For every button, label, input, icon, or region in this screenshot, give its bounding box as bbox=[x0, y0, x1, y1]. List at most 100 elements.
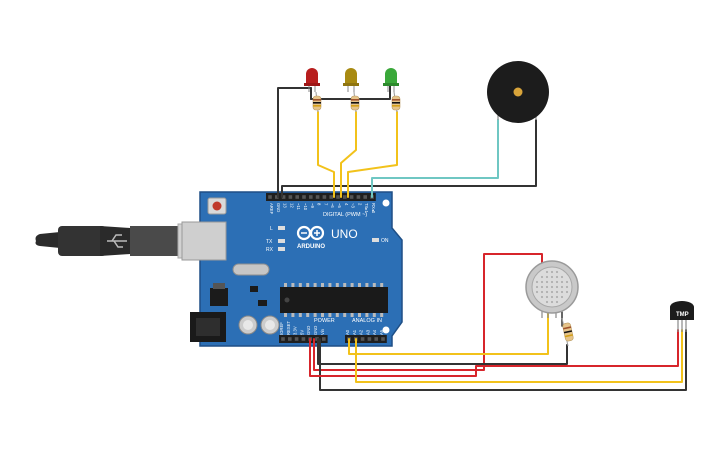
mesh-dot bbox=[550, 280, 554, 284]
wire-led-green-signal bbox=[347, 111, 398, 198]
mesh-dot bbox=[555, 280, 559, 284]
mount-hole bbox=[382, 326, 390, 334]
mesh-dot bbox=[555, 270, 559, 274]
pin-label: GND bbox=[313, 326, 318, 335]
wire-led-ground bbox=[277, 87, 312, 198]
temperature-sensor: TMP bbox=[670, 301, 694, 332]
chip-pin bbox=[291, 283, 295, 287]
led-red bbox=[304, 68, 320, 92]
chip-pin bbox=[284, 313, 287, 317]
mesh-dot bbox=[550, 290, 554, 294]
header-pin[interactable] bbox=[281, 195, 286, 199]
pin-label: A5 bbox=[379, 329, 384, 335]
pin-label: RESET bbox=[286, 321, 291, 335]
header-pin[interactable] bbox=[367, 337, 372, 341]
pin-label: TX▸1 bbox=[364, 203, 369, 213]
piezo-buzzer bbox=[487, 61, 549, 123]
gas-sensor bbox=[525, 260, 579, 318]
pin-label: 2 bbox=[357, 203, 362, 206]
header-pin[interactable] bbox=[322, 195, 327, 199]
wire-led-ground bbox=[351, 85, 391, 100]
mesh-dot bbox=[545, 270, 549, 274]
led-yellow bbox=[343, 68, 359, 92]
led-l-indicator bbox=[278, 226, 285, 230]
header-pin[interactable] bbox=[315, 195, 320, 199]
header-pin[interactable] bbox=[329, 195, 333, 199]
resistor-led-yellow bbox=[350, 91, 360, 113]
chip-pin bbox=[328, 313, 332, 317]
led-rx-label: RX bbox=[266, 247, 274, 253]
header-pin[interactable] bbox=[309, 195, 313, 199]
header-pin[interactable] bbox=[295, 195, 299, 199]
header-pin[interactable] bbox=[322, 337, 326, 341]
chip-pin bbox=[328, 283, 332, 287]
analog-header-label: ANALOG IN bbox=[352, 318, 382, 324]
wire-tmp-signal bbox=[355, 329, 683, 383]
header-pin[interactable] bbox=[275, 195, 279, 199]
header-pin[interactable] bbox=[349, 195, 354, 199]
mesh-dot bbox=[560, 275, 564, 279]
header-pin[interactable] bbox=[336, 195, 340, 199]
header-pin[interactable] bbox=[302, 195, 306, 199]
pin-label: ~10 bbox=[303, 203, 308, 211]
pin-label: ~9 bbox=[310, 203, 315, 208]
wires-top bbox=[277, 85, 537, 198]
chip-pin bbox=[335, 283, 339, 287]
mesh-dot bbox=[535, 285, 539, 289]
header-pin[interactable] bbox=[268, 195, 272, 199]
header-pin[interactable] bbox=[281, 337, 285, 341]
chip-pin bbox=[350, 313, 354, 317]
mesh-dot bbox=[565, 290, 569, 294]
mesh-dot bbox=[555, 300, 559, 304]
tmp-body bbox=[670, 301, 694, 320]
pin-label: ~3 bbox=[351, 203, 356, 208]
tmp-label: TMP bbox=[676, 312, 689, 318]
header-pin[interactable] bbox=[356, 195, 361, 199]
pin-label: 4 bbox=[344, 203, 349, 206]
pin-label: ~6 bbox=[330, 203, 335, 208]
resistor-gas-sensor bbox=[561, 317, 574, 347]
header-pin[interactable] bbox=[288, 337, 292, 341]
header-pin[interactable] bbox=[294, 337, 299, 341]
chip-pin bbox=[335, 313, 339, 317]
led-tx-indicator bbox=[278, 239, 285, 243]
mesh-dot bbox=[545, 290, 549, 294]
wires-bottom bbox=[309, 253, 687, 391]
mesh-dot bbox=[555, 295, 559, 299]
led-rx-indicator bbox=[278, 247, 285, 251]
smd-component bbox=[258, 300, 267, 306]
mesh-dot bbox=[550, 275, 554, 279]
analog-pin-header bbox=[345, 335, 387, 343]
header-pin[interactable] bbox=[374, 337, 378, 341]
pin-label: RX◂0 bbox=[371, 203, 376, 214]
mesh-dot bbox=[535, 280, 539, 284]
mesh-dot bbox=[565, 285, 569, 289]
header-pin[interactable] bbox=[363, 195, 367, 199]
capacitor-top bbox=[243, 320, 253, 330]
mesh-dot bbox=[560, 285, 564, 289]
mesh-dot bbox=[540, 280, 544, 284]
pin-label: IOREF bbox=[279, 322, 284, 335]
header-pin[interactable] bbox=[343, 195, 347, 199]
chip-pin bbox=[365, 313, 369, 317]
wire-gas-sensor-power bbox=[313, 253, 543, 371]
header-pin[interactable] bbox=[360, 337, 365, 341]
mesh-dot bbox=[540, 275, 544, 279]
led-on-indicator bbox=[372, 238, 379, 242]
header-pin[interactable] bbox=[301, 337, 306, 341]
usb-ferrule bbox=[130, 226, 178, 256]
chip-pin bbox=[306, 283, 310, 287]
header-pin[interactable] bbox=[381, 337, 385, 341]
reset-button-cap[interactable] bbox=[212, 201, 222, 211]
mesh-dot bbox=[555, 275, 559, 279]
mesh-dot bbox=[545, 295, 549, 299]
pin-label: Vin bbox=[320, 328, 325, 335]
chip-pin bbox=[298, 283, 302, 287]
mesh-dot bbox=[545, 275, 549, 279]
chip-notch bbox=[284, 297, 290, 303]
digital-header-label: DIGITAL (PWM ~) bbox=[323, 212, 367, 218]
header-pin[interactable] bbox=[288, 195, 293, 199]
chip-pin bbox=[350, 283, 354, 287]
board-usb-port bbox=[181, 221, 227, 261]
